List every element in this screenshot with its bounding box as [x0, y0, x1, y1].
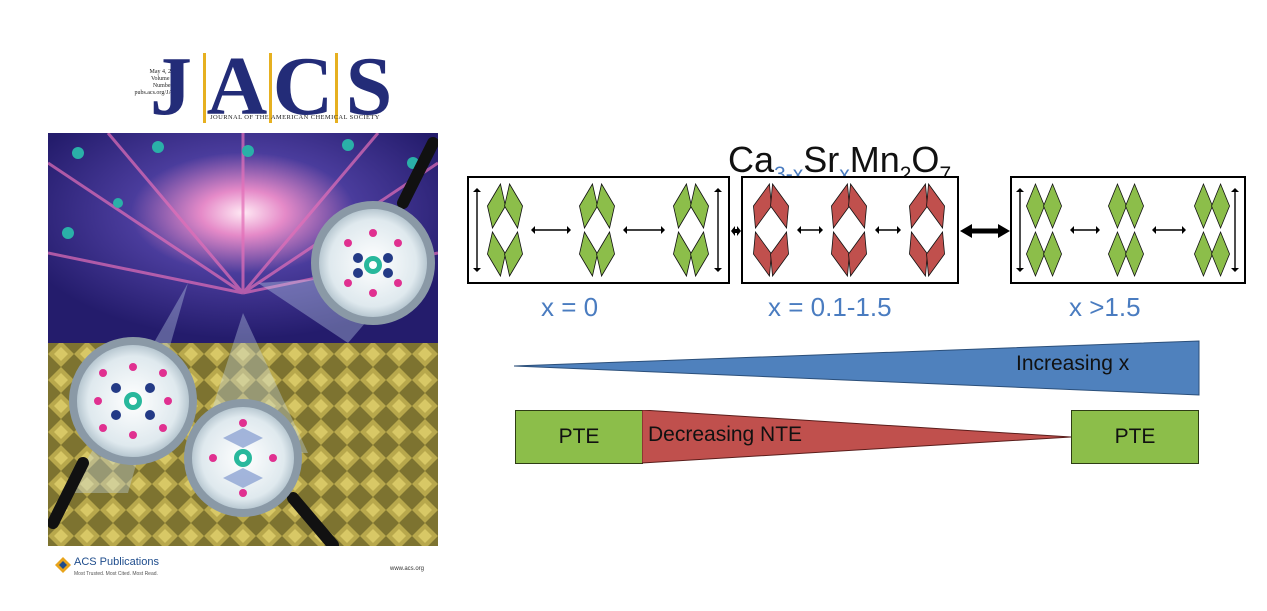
pte-label-right: PTE [1114, 425, 1156, 448]
journal-letter-divider [203, 53, 206, 123]
octahedron-pair [1108, 182, 1144, 278]
formula-element-sr: Sr [803, 139, 840, 180]
cover-masthead: May 4, 2016 Volume 138 Number 17 pubs.ac… [48, 45, 438, 133]
octahedron-pair [673, 182, 709, 278]
octahedron-pair [753, 182, 789, 278]
structure-panel-x0 [467, 176, 730, 284]
double-arrow-icon [1231, 188, 1239, 272]
magnifier-icon [48, 337, 197, 529]
double-arrow-icon [531, 226, 571, 234]
double-arrow-icon [1152, 226, 1186, 234]
journal-letter-s: S [345, 40, 393, 133]
decreasing-nte-label: Decreasing NTE [648, 423, 803, 446]
double-arrow-icon [623, 226, 665, 234]
cover-number: Number 17 [152, 83, 180, 89]
journal-letter-j: J [150, 40, 192, 133]
increasing-x-label: Increasing x [1016, 352, 1130, 375]
cover-issue-info: May 4, 2016 Volume 138 Number 17 pubs.ac… [88, 69, 180, 97]
composition-label-x1.5: x >1.5 [1069, 292, 1141, 322]
octahedron-pair [1026, 182, 1062, 278]
double-arrow-icon [714, 188, 722, 272]
composition-label-x0.1-1.5: x = 0.1-1.5 [768, 292, 892, 322]
pte-label-left: PTE [558, 425, 600, 448]
publisher-name: ACS Publications [74, 556, 159, 568]
double-arrow-icon [797, 226, 823, 234]
acs-logo-icon [55, 557, 71, 573]
formula-subscript-sr: x [839, 163, 850, 186]
formula-subscript-mn: 2 [899, 163, 912, 186]
cover-volume: Volume 138 [150, 76, 180, 82]
increasing-x-wedge [514, 340, 1200, 396]
journal-subtitle: JOURNAL OF THE AMERICAN CHEMICAL SOCIETY [210, 114, 380, 121]
double-arrow-icon [960, 224, 1010, 238]
structure-drawing-x0.1-1.5 [753, 182, 945, 278]
structure-drawing-x1.5 [1016, 182, 1239, 278]
decreasing-nte-wedge [642, 410, 1072, 464]
double-arrow-icon [1016, 188, 1024, 272]
octahedron-pair [487, 182, 523, 278]
double-arrow-icon [731, 226, 741, 236]
magnifier-icon [311, 137, 438, 325]
composition-label-x0: x = 0 [541, 292, 599, 322]
cover-footer: ACS Publications Most Trusted. Most Cite… [48, 550, 438, 590]
journal-letter-divider [269, 53, 272, 123]
formula-element-ca: Ca [728, 139, 775, 180]
formula-subscript-o: 7 [939, 163, 952, 186]
journal-letter-divider [335, 53, 338, 123]
octahedron-pair [831, 182, 867, 278]
formula-element-o: O [911, 139, 940, 180]
double-arrow-icon [875, 226, 901, 234]
cover-url: pubs.acs.org/JACS [134, 90, 180, 96]
publisher-website: www.acs.org [389, 566, 424, 572]
structure-panel-x0.1-1.5 [741, 176, 959, 284]
publisher-tagline: Most Trusted. Most Cited. Most Read. [74, 571, 158, 577]
pte-box-left: PTE [515, 410, 643, 464]
cover-issue-date: May 4, 2016 [149, 69, 181, 75]
octahedron-pair [579, 182, 615, 278]
double-arrow-icon [1070, 226, 1100, 234]
structure-drawing-x0 [473, 182, 722, 278]
magnifier-icon [184, 399, 339, 546]
journal-letter-a: A [206, 40, 268, 133]
pte-box-right: PTE [1071, 410, 1199, 464]
formula-element-mn: Mn [849, 139, 900, 180]
journal-letter-c: C [272, 40, 334, 133]
journal-cover: May 4, 2016 Volume 138 Number 17 pubs.ac… [48, 45, 438, 590]
chemical-formula: Ca3-xSrxMn2O7 [728, 139, 951, 186]
double-arrow-icon [473, 188, 481, 272]
structure-panel-x1.5 [1010, 176, 1246, 284]
octahedron-pair [909, 182, 945, 278]
octahedron-pair [1194, 182, 1230, 278]
cover-artwork [48, 133, 438, 546]
